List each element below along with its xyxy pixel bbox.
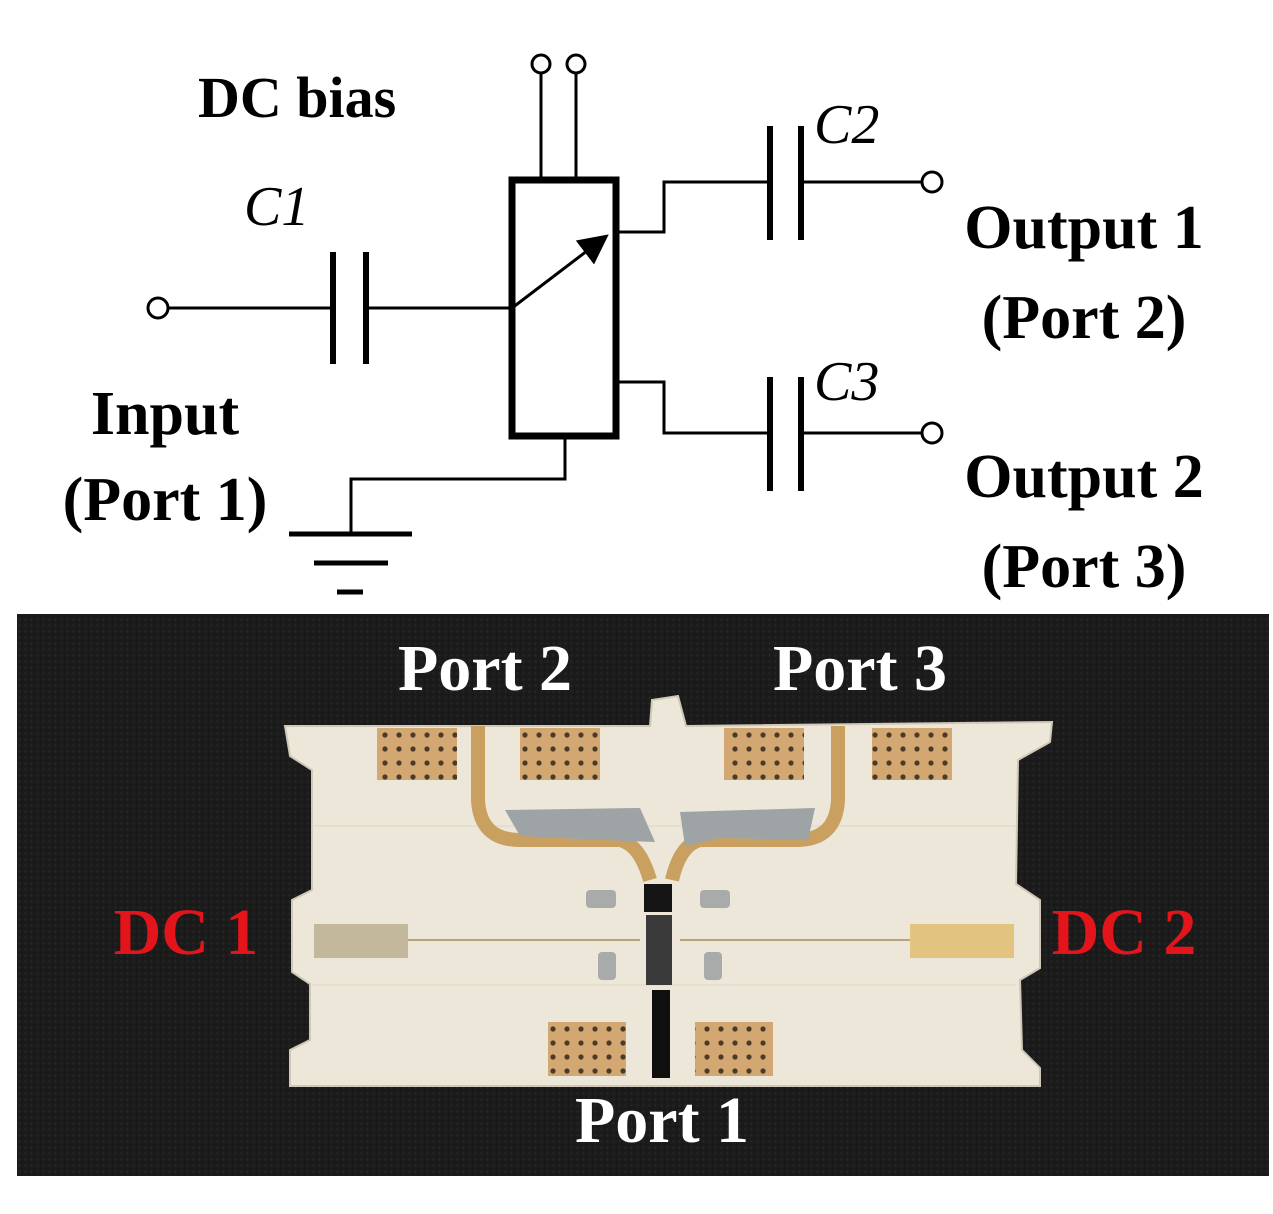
dc-bias-label: DC bias <box>198 65 396 130</box>
schematic <box>146 53 944 595</box>
ground-wire <box>349 436 567 534</box>
photo-labels: Port 2 Port 3 Port 1 DC 1 DC 2 <box>114 632 1197 1157</box>
board-photo <box>17 614 1269 1176</box>
port1-label: Port 1 <box>575 1084 749 1157</box>
via-pad-top-2 <box>520 728 600 780</box>
c3-label: C3 <box>814 351 879 413</box>
input-port-label: (Port 1) <box>63 466 268 534</box>
input-label: Input <box>91 380 240 448</box>
output1-terminal <box>920 170 944 194</box>
schematic-labels: DC bias C1 C2 C3 Input (Port 1) Output 1… <box>63 65 1204 601</box>
c1-label: C1 <box>244 176 309 238</box>
solder-top-left <box>505 808 655 842</box>
output2-port-label: (Port 3) <box>982 533 1187 601</box>
port2-label: Port 2 <box>398 632 572 705</box>
output2-terminal <box>920 421 944 445</box>
dc-bias-terminal-2 <box>565 53 587 75</box>
switch-arrow <box>511 234 609 310</box>
dc1-label: DC 1 <box>114 896 259 969</box>
dc-bias-terminal-1 <box>530 53 552 75</box>
switch-chip <box>644 884 672 912</box>
via-pad-top-3 <box>724 728 804 780</box>
via-pad-top-4 <box>872 728 952 780</box>
smd-right-bottom <box>704 952 722 980</box>
dc2-label: DC 2 <box>1052 896 1197 969</box>
smd-left-top <box>586 890 616 908</box>
trace-port2 <box>471 726 657 883</box>
port3-label: Port 3 <box>773 632 947 705</box>
solder-top-right <box>680 808 815 846</box>
output2-wire <box>616 380 770 435</box>
dc1-pad <box>314 924 408 958</box>
smd-right-top <box>700 890 730 908</box>
trace-port3 <box>665 726 845 882</box>
output1-port-label: (Port 2) <box>982 284 1187 352</box>
input-line-component <box>646 915 672 985</box>
via-pad-top-1 <box>377 728 457 780</box>
input-trace-dark <box>652 990 670 1078</box>
via-pad-bottom-2 <box>695 1022 773 1076</box>
output1-wire <box>616 180 770 234</box>
output2-label: Output 2 <box>964 443 1203 511</box>
output1-label: Output 1 <box>964 194 1203 262</box>
switch-device-box <box>508 176 620 440</box>
dc2-pad <box>910 924 1014 958</box>
input-terminal <box>146 296 170 320</box>
via-pad-bottom-1 <box>548 1022 626 1076</box>
smd-left-bottom <box>598 952 616 980</box>
c2-label: C2 <box>814 94 879 156</box>
